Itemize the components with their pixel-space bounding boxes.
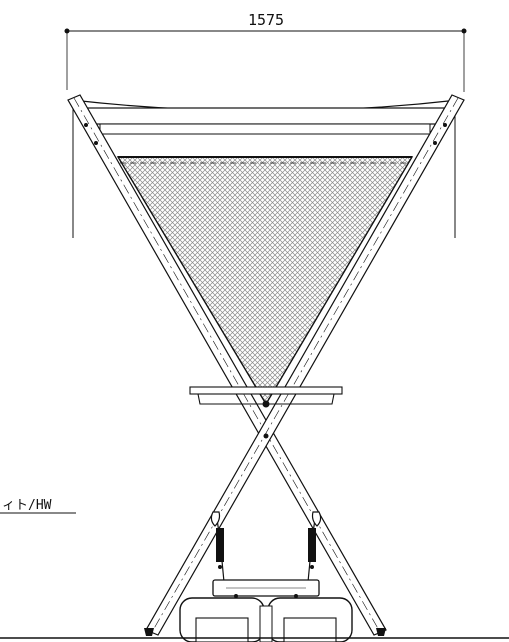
dimension-line	[64, 28, 467, 92]
base-clamp	[212, 579, 320, 598]
dimension-value: 1575	[248, 11, 284, 29]
mesh-panel	[116, 156, 414, 406]
strap-right	[307, 511, 322, 583]
leg-bolts	[84, 123, 447, 145]
right-leg	[145, 94, 465, 636]
left-leg	[67, 94, 387, 636]
side-label: ィト/HW	[0, 498, 76, 514]
upper-crossbar	[99, 123, 431, 135]
weight-blocks	[179, 597, 353, 642]
strap-left	[210, 511, 225, 583]
svg-text:ィト/HW: ィト/HW	[2, 498, 52, 513]
feet	[144, 628, 386, 636]
tray	[189, 386, 343, 405]
